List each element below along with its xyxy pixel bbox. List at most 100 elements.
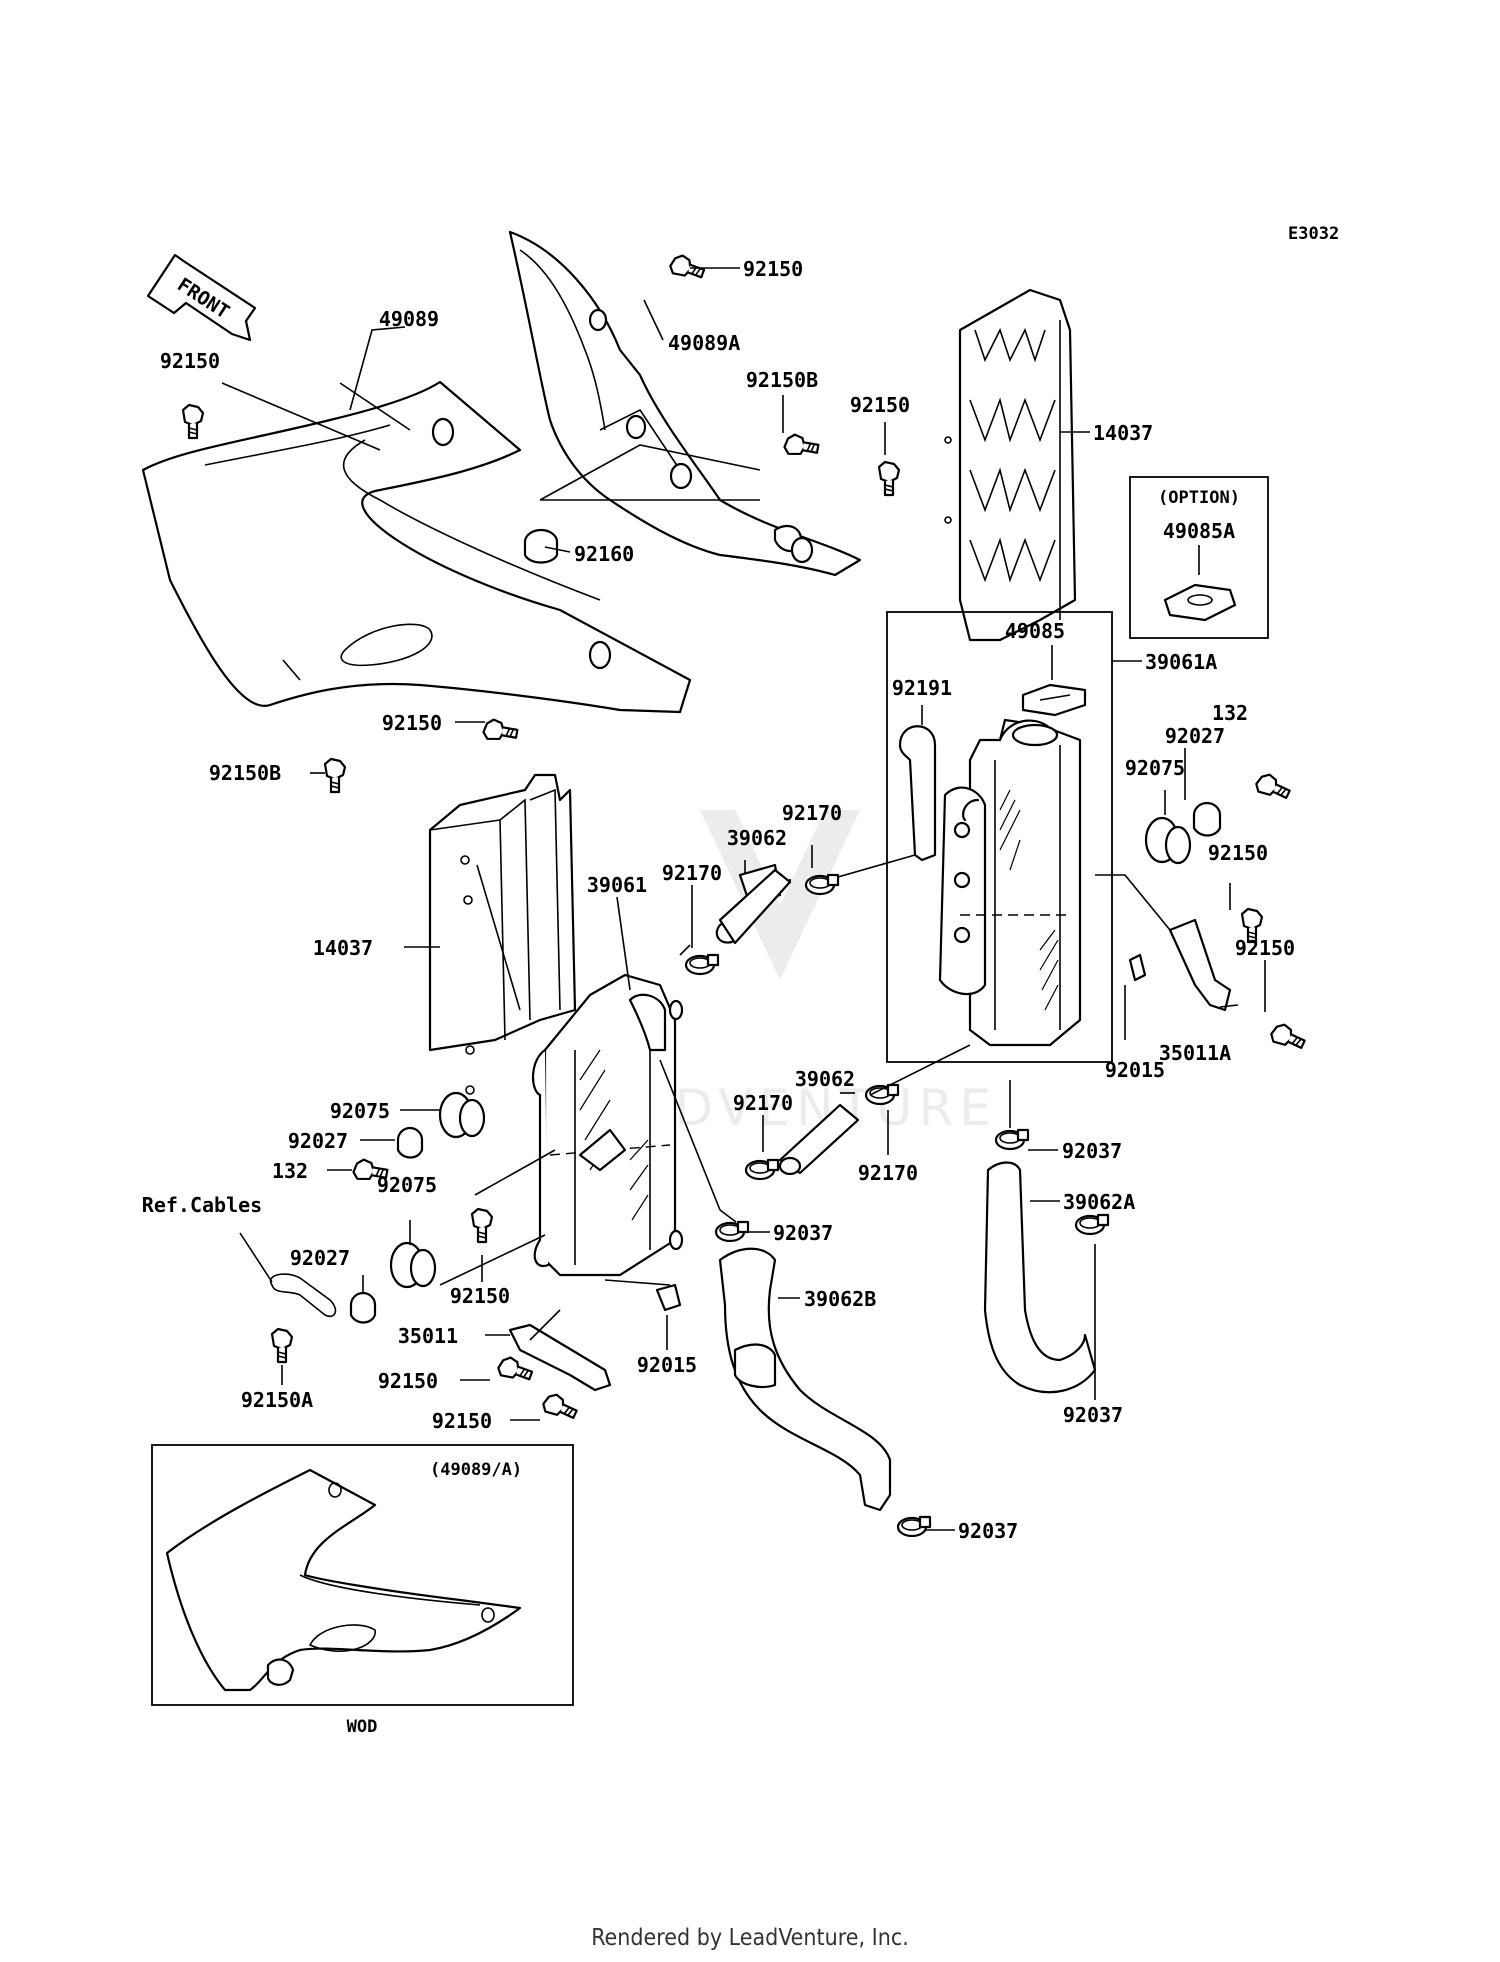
- hose-39062B: [718, 1247, 892, 1512]
- radiator-right-39061A: [938, 718, 1082, 1047]
- cable-clip: [269, 1273, 337, 1318]
- label-39061A: 39061A: [1145, 650, 1217, 674]
- shroud-49089: [141, 380, 692, 714]
- label-14037-right: 14037: [1093, 421, 1153, 445]
- clamp-92170-a: [804, 873, 840, 896]
- collar-92027-left1: [396, 1126, 424, 1159]
- label-92150B-low: 92150B: [209, 761, 281, 785]
- label-39062A: 39062A: [1063, 1190, 1135, 1214]
- label-92037-b: 92037: [773, 1221, 833, 1245]
- clamp-92170-b: [684, 953, 720, 976]
- label-92027-left2: 92027: [290, 1246, 350, 1270]
- label-92075-right: 92075: [1125, 756, 1185, 780]
- bolt-92150B-low: [323, 757, 347, 794]
- label-92015-right: 92015: [1105, 1058, 1165, 1082]
- radiator-left-39061: [532, 973, 684, 1277]
- radiator-right-box: [886, 611, 1113, 1063]
- inset-shroud: [165, 1468, 522, 1692]
- label-ref-cables: Ref.Cables: [142, 1193, 262, 1217]
- label-35011: 35011: [398, 1324, 458, 1348]
- hose-39062-lower: [778, 1103, 860, 1176]
- label-49085A: 49085A: [1163, 519, 1235, 543]
- clamp-92037-d: [896, 1515, 932, 1538]
- bracket-35011: [508, 1323, 612, 1392]
- label-92150-shroud: 92150: [382, 711, 442, 735]
- label-92027-right: 92027: [1165, 724, 1225, 748]
- label-92037-c: 92037: [1063, 1403, 1123, 1427]
- hose-39062A: [983, 1161, 1097, 1394]
- bracket-35011A: [1168, 918, 1232, 1012]
- label-39062B: 39062B: [804, 1287, 876, 1311]
- clamp-92170-d: [744, 1158, 780, 1181]
- clamp-92037-b: [714, 1220, 750, 1243]
- label-39062-a: 39062: [727, 826, 787, 850]
- label-14037-left: 14037: [313, 936, 373, 960]
- part-labels: 49089 92150 92150 49089A 92150B 92150 14…: [142, 257, 1295, 1543]
- bolt-92150A: [270, 1327, 294, 1364]
- shroud-inner-49089A: [508, 230, 862, 577]
- label-92150B-top: 92150B: [746, 368, 818, 392]
- label-92037-d: 92037: [958, 1519, 1018, 1543]
- collar-92027-right: [1192, 801, 1222, 837]
- breather-hose-92191: [898, 725, 937, 862]
- clip-92015-left: [655, 1283, 682, 1312]
- hose-39062-upper: [715, 863, 792, 945]
- label-92075-left1: 92075: [330, 1099, 390, 1123]
- label-92150-topleft: 92150: [160, 349, 220, 373]
- label-132-left: 132: [272, 1159, 308, 1183]
- bolt-92150-shroud: [481, 717, 520, 745]
- label-92150-top: 92150: [743, 257, 803, 281]
- label-92015-left: 92015: [637, 1353, 697, 1377]
- bolt-92150-mid: [877, 460, 901, 497]
- inset-caption: WOD: [347, 1717, 378, 1737]
- grommet-92160: [523, 528, 559, 564]
- inset-title: (49089/A): [430, 1460, 522, 1480]
- footer-credit: Rendered by LeadVenture, Inc.: [591, 1925, 909, 1951]
- option-box: [1129, 476, 1269, 639]
- radiator-guard-left-14037: [428, 773, 577, 1095]
- grommet-92075-left2: [389, 1241, 437, 1289]
- label-92170-a: 92170: [782, 801, 842, 825]
- label-92150-l2: 92150: [378, 1369, 438, 1393]
- radiator-guard-right-14037: [944, 288, 1077, 642]
- label-92170-b: 92170: [662, 861, 722, 885]
- grommet-92075-right: [1144, 816, 1192, 865]
- label-92150-l1: 92150: [450, 1284, 510, 1308]
- bolt-92150-l3: [539, 1390, 581, 1425]
- label-39062-b: 39062: [795, 1067, 855, 1091]
- label-35011A: 35011A: [1159, 1041, 1231, 1065]
- front-arrow-icon: FRONT: [146, 253, 257, 342]
- label-49089A: 49089A: [668, 331, 740, 355]
- label-39061: 39061: [587, 873, 647, 897]
- label-49085: 49085: [1005, 619, 1065, 643]
- label-92170-c: 92170: [733, 1091, 793, 1115]
- label-92150-mid: 92150: [850, 393, 910, 417]
- clamp-92037-c: [1074, 1213, 1110, 1236]
- label-49089: 49089: [379, 307, 439, 331]
- collar-92027-left2: [349, 1291, 377, 1324]
- bolt-92150-l1: [470, 1207, 494, 1244]
- grommet-92075-left1: [438, 1091, 486, 1139]
- label-92150-r1: 92150: [1208, 841, 1268, 865]
- clip-92015-right: [1128, 953, 1147, 982]
- inset-box: [151, 1444, 574, 1706]
- option-part-49085A: [1163, 583, 1237, 622]
- bolt-92150-topleft: [181, 403, 205, 440]
- label-92170-d: 92170: [858, 1161, 918, 1185]
- label-92191: 92191: [892, 676, 952, 700]
- label-92037-a: 92037: [1062, 1139, 1122, 1163]
- radiator-cap-49085: [1021, 683, 1087, 717]
- clamp-92037-a: [994, 1128, 1030, 1151]
- label-92150-r2: 92150: [1235, 936, 1295, 960]
- label-92150A: 92150A: [241, 1388, 313, 1412]
- bolt-92150-r2: [1267, 1020, 1309, 1055]
- label-132-right: 132: [1212, 701, 1248, 725]
- label-92027-left1: 92027: [288, 1129, 348, 1153]
- label-92150-l3: 92150: [432, 1409, 492, 1433]
- label-92160: 92160: [574, 542, 634, 566]
- bolt-92150-l2: [495, 1353, 536, 1387]
- option-title: (OPTION): [1158, 488, 1240, 508]
- leader-lines: [239, 267, 1266, 1531]
- diagram-code: E3032: [1288, 224, 1339, 244]
